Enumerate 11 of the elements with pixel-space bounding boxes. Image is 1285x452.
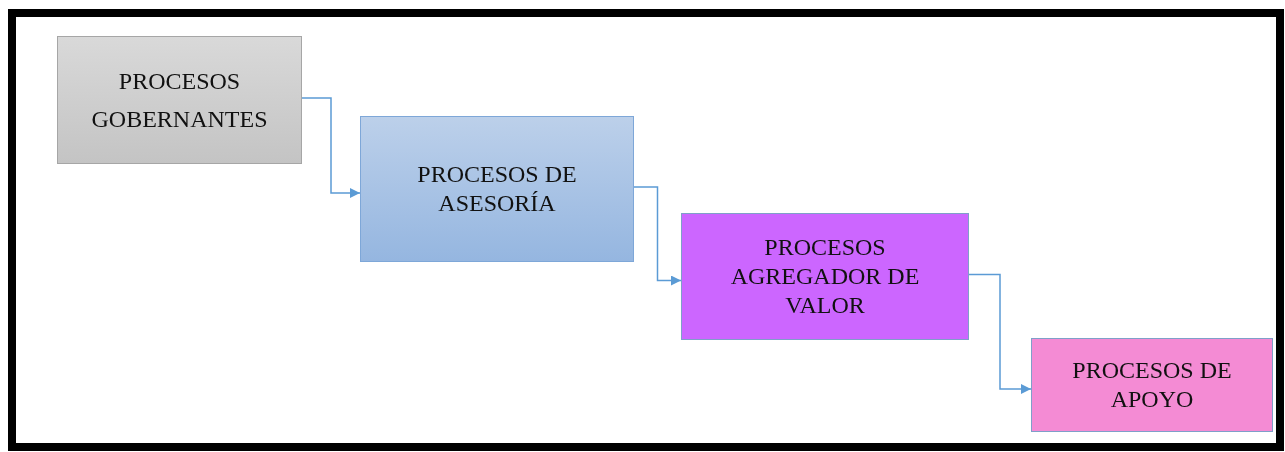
process-box — [57, 36, 302, 164]
elbow-arrow — [301, 97, 361, 198]
box-label: PROCESOS DE ASESORÍA — [416, 160, 578, 218]
elbow-arrow — [968, 273, 1032, 394]
box-label: PROCESOS AGREGADOR DE VALOR — [729, 233, 921, 320]
process-box — [360, 116, 634, 262]
box-label: PROCESOS DE APOYO — [1071, 356, 1233, 414]
box-label: PROCESOS GOBERNANTES — [90, 66, 269, 134]
process-box — [1031, 338, 1273, 432]
elbow-arrow — [633, 186, 682, 286]
process-box — [681, 213, 969, 340]
